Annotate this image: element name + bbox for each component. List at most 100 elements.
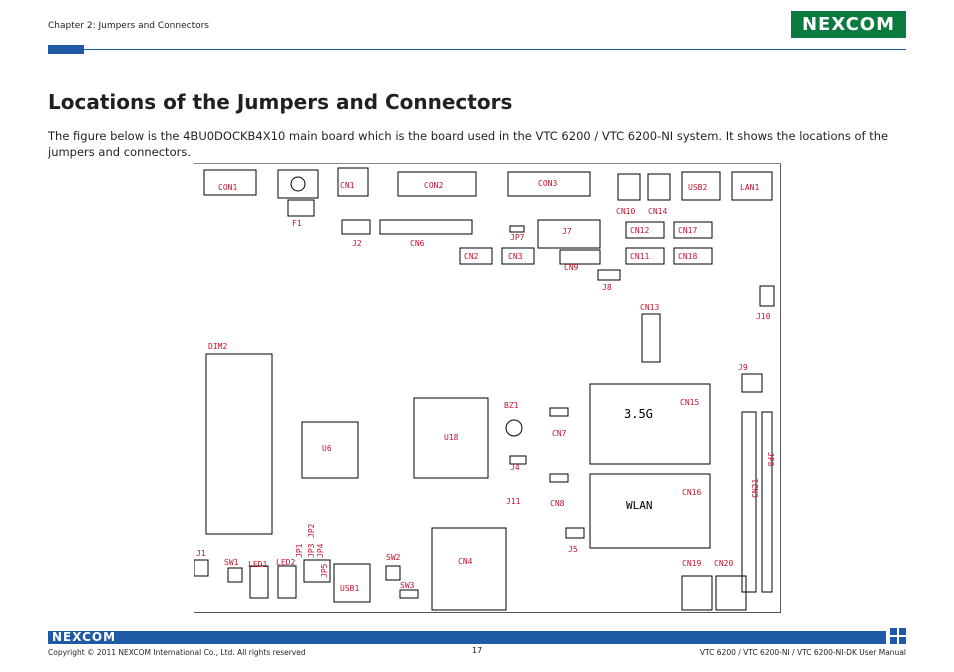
usb2-shape xyxy=(681,171,721,201)
cn14-shape xyxy=(647,173,671,201)
label-j2: J2 xyxy=(352,239,362,248)
header-rule xyxy=(84,49,906,50)
label-cn2: CN2 xyxy=(464,252,479,261)
label-wlan: WLAN xyxy=(626,499,653,512)
mainboard-diagram: CON1 CN1 CON2 CON3 USB2 LAN1 CN10 CN14 F… xyxy=(194,163,781,613)
cn8-shape xyxy=(549,473,569,483)
sw2-shape xyxy=(385,565,401,581)
cn7-shape xyxy=(549,407,569,417)
label-cn8: CN8 xyxy=(550,499,565,508)
bz1-buzzer xyxy=(505,419,523,437)
usb1-shape xyxy=(333,563,371,603)
label-u18: U18 xyxy=(444,433,459,442)
label-usb2: USB2 xyxy=(688,183,707,192)
j4-shape xyxy=(509,455,527,465)
manual-title: VTC 6200 / VTC 6200-NI / VTC 6200-NI-DK … xyxy=(699,648,906,657)
label-j11: J11 xyxy=(506,497,521,506)
label-cn19: CN19 xyxy=(682,559,701,568)
label-jp1: JP1 xyxy=(295,543,304,558)
label-cn15: CN15 xyxy=(680,398,699,407)
jp8-shape xyxy=(761,411,773,593)
label-jp5: JP5 xyxy=(320,563,329,578)
footer-square-2 xyxy=(899,628,906,635)
nexcom-logo: NEXCOM xyxy=(791,11,906,38)
label-cn6: CN6 xyxy=(410,239,425,248)
u6-chip xyxy=(301,421,359,479)
label-cn17: CN17 xyxy=(678,226,697,235)
cn17-shape xyxy=(673,221,713,239)
label-u6: U6 xyxy=(322,444,332,453)
label-con2: CON2 xyxy=(424,181,443,190)
sw1-shape xyxy=(227,567,243,583)
cn6-shape xyxy=(379,219,473,235)
label-j10: J10 xyxy=(756,312,771,321)
label-sw3: SW3 xyxy=(400,581,415,590)
led1-shape xyxy=(249,565,269,599)
label-j8: J8 xyxy=(602,283,612,292)
label-lan1: LAN1 xyxy=(740,183,759,192)
label-jp2: JP2 xyxy=(307,523,316,538)
u18-chip xyxy=(413,397,489,479)
label-con3: CON3 xyxy=(538,179,557,188)
cn19-shape xyxy=(681,575,713,611)
label-jp7: JP7 xyxy=(510,233,525,242)
label-j7: J7 xyxy=(562,227,572,236)
dim2-shape xyxy=(205,353,273,535)
j9-shape xyxy=(741,373,763,393)
jp7-shape xyxy=(509,225,525,233)
lan1-shape xyxy=(731,171,773,201)
con1-shape xyxy=(203,169,257,196)
header-rule-block xyxy=(48,45,84,54)
chapter-header: Chapter 2: Jumpers and Connectors xyxy=(48,21,209,31)
footer-square-4 xyxy=(899,637,906,644)
label-cn21: CN21 xyxy=(751,479,760,498)
label-cn16: CN16 xyxy=(682,488,701,497)
cn21-shape xyxy=(741,411,757,593)
footer-square-1 xyxy=(890,628,897,635)
label-cn14: CN14 xyxy=(648,207,667,216)
j2-shape xyxy=(341,219,371,235)
power-jack-circle xyxy=(290,176,306,192)
con3-shape xyxy=(507,171,591,197)
power-jack-shape xyxy=(277,169,319,199)
cn12-shape xyxy=(625,221,665,239)
label-jp8: JP8 xyxy=(766,452,775,467)
label-cn12: CN12 xyxy=(630,226,649,235)
logo-text: NEXCOM xyxy=(801,14,896,35)
cn1-shape xyxy=(337,167,369,197)
label-cn3: CN3 xyxy=(508,252,523,261)
label-jp4: JP4 xyxy=(316,543,325,558)
mainboard-svg: CON1 CN1 CON2 CON3 USB2 LAN1 CN10 CN14 F… xyxy=(194,167,775,611)
label-cn18: CN18 xyxy=(678,252,697,261)
cn10-shape xyxy=(617,173,641,201)
label-j1: J1 xyxy=(196,549,206,558)
label-cn11: CN11 xyxy=(630,252,649,261)
label-bz1: BZ1 xyxy=(504,401,519,410)
footer-logo: NEXCOM xyxy=(52,630,117,644)
j7-shape xyxy=(537,219,601,249)
label-jp3: JP3 xyxy=(307,543,316,558)
con2-shape xyxy=(397,171,477,197)
cn9-shape xyxy=(559,249,601,265)
label-j5: J5 xyxy=(568,545,578,554)
label-cn4: CN4 xyxy=(458,557,473,566)
label-con1: CON1 xyxy=(218,183,237,192)
label-f1: F1 xyxy=(292,219,302,228)
led2-shape xyxy=(277,565,297,599)
label-3g: 3.5G xyxy=(624,407,653,421)
page-title: Locations of the Jumpers and Connectors xyxy=(48,90,513,114)
j5-shape xyxy=(565,527,585,539)
label-dim2: DIM2 xyxy=(208,342,227,351)
intro-paragraph: The figure below is the 4BU0DOCKB4X10 ma… xyxy=(48,129,889,159)
label-cn13: CN13 xyxy=(640,303,659,312)
label-j4: J4 xyxy=(510,463,520,472)
wlan-module-shape xyxy=(589,473,711,549)
footer-bar xyxy=(48,631,886,644)
cn3-shape xyxy=(501,247,535,265)
jumper-block-shape xyxy=(303,559,331,583)
label-sw1: SW1 xyxy=(224,558,239,567)
label-led2: LED2 xyxy=(276,558,295,567)
j10-shape xyxy=(759,285,775,307)
label-sw2: SW2 xyxy=(386,553,401,562)
page-number: 17 xyxy=(472,646,483,655)
